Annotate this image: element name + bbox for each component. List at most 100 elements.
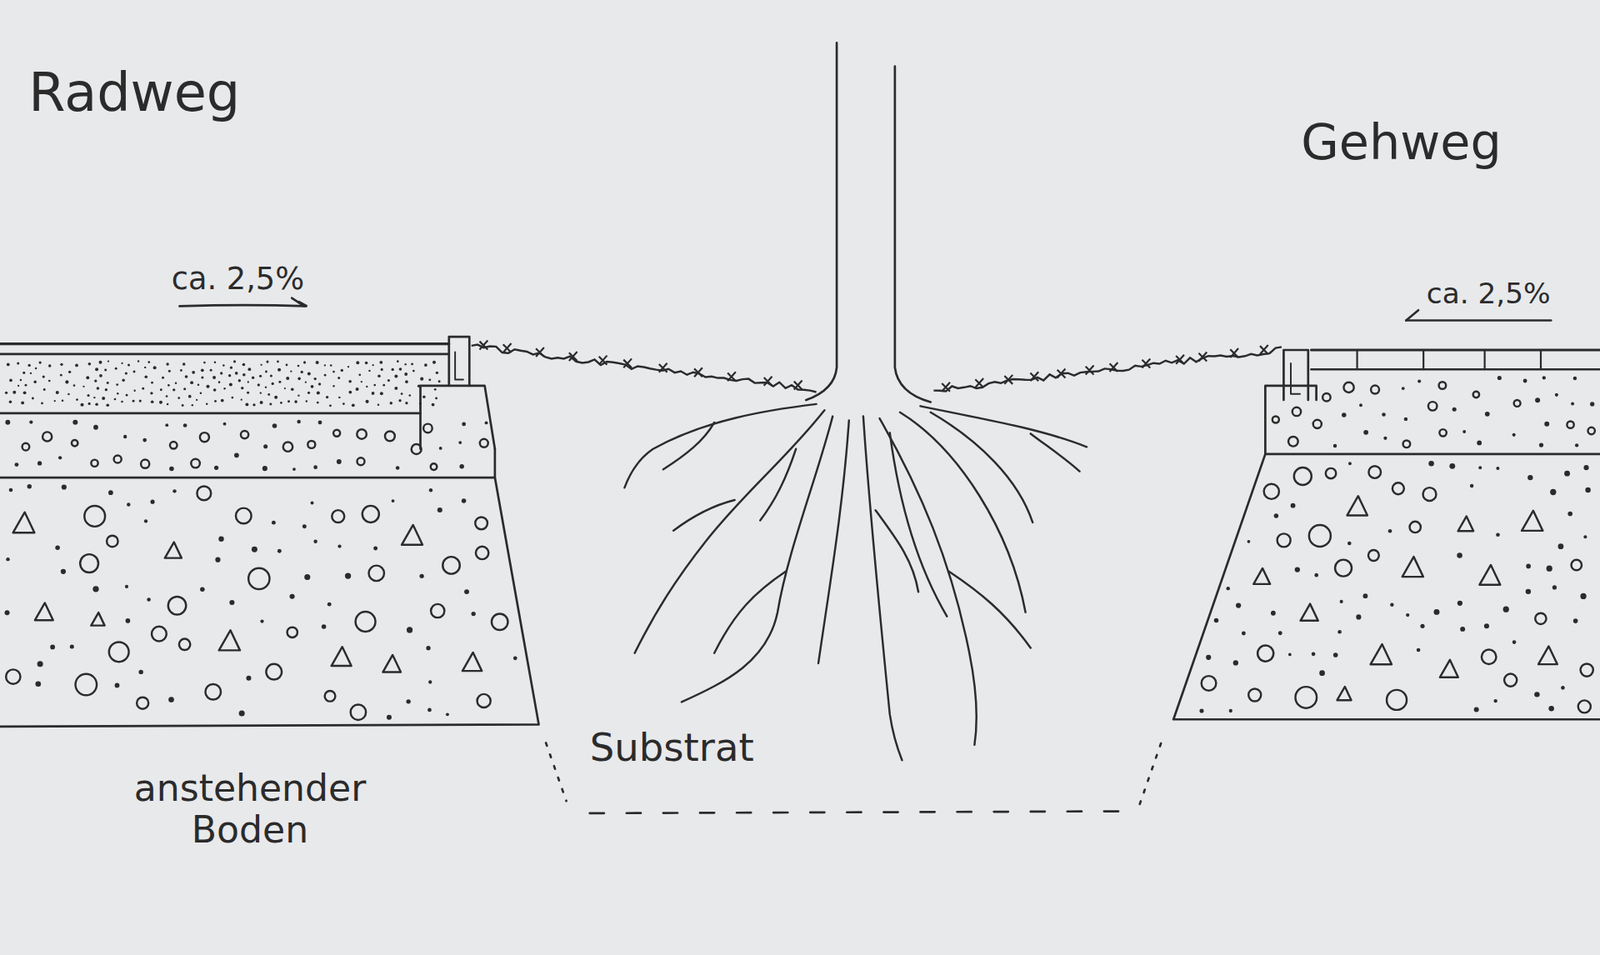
grain-dot bbox=[271, 520, 276, 525]
grain-dot bbox=[246, 391, 250, 395]
grain-dot bbox=[432, 360, 436, 365]
grain-dot bbox=[214, 465, 219, 470]
pebble bbox=[1428, 401, 1438, 411]
substrate-boundary bbox=[545, 742, 566, 801]
layer-boundary bbox=[1265, 453, 1600, 456]
grain-dot bbox=[321, 624, 327, 630]
grass-surface bbox=[933, 346, 1282, 391]
crushed-stone bbox=[1300, 604, 1319, 621]
grain-dot bbox=[165, 395, 169, 398]
slope-arrow bbox=[1405, 319, 1551, 322]
grain-dot bbox=[252, 403, 255, 406]
grain-dot bbox=[139, 400, 142, 403]
grain-dot bbox=[242, 373, 246, 377]
pebble bbox=[1481, 649, 1497, 665]
grain-dot bbox=[358, 373, 361, 376]
aggregate-texture bbox=[1272, 375, 1595, 448]
pebble bbox=[265, 664, 282, 680]
grain-dot bbox=[461, 498, 467, 504]
grass-tuft bbox=[764, 376, 773, 386]
grain-dot bbox=[27, 364, 30, 367]
grain-dot bbox=[168, 696, 175, 703]
grass-tuft bbox=[1141, 359, 1150, 369]
grain-dot bbox=[1497, 375, 1502, 380]
paving-surface bbox=[1310, 348, 1600, 351]
pebble bbox=[42, 431, 52, 441]
grain-dot bbox=[377, 375, 381, 379]
grain-dot bbox=[1476, 440, 1482, 445]
grain-dot bbox=[292, 467, 296, 471]
grain-dot bbox=[439, 446, 443, 450]
grain-dot bbox=[325, 395, 329, 399]
grain-dot bbox=[1311, 652, 1316, 657]
grain-dot bbox=[1474, 707, 1480, 713]
grain-dot bbox=[40, 402, 44, 405]
grain-dot bbox=[183, 387, 186, 390]
grain-dot bbox=[380, 368, 384, 371]
grain-dot bbox=[1341, 412, 1347, 418]
grain-dot bbox=[313, 539, 317, 543]
grain-dot bbox=[387, 379, 390, 382]
grain-dot bbox=[420, 377, 424, 381]
layer-boundary bbox=[0, 412, 420, 415]
grass-tuft bbox=[794, 380, 803, 390]
grain-dot bbox=[141, 387, 145, 390]
grain-dot bbox=[214, 400, 217, 403]
pebble bbox=[1322, 393, 1330, 401]
grain-dot bbox=[332, 385, 335, 387]
grain-dot bbox=[365, 361, 369, 365]
grain-dot bbox=[437, 507, 443, 513]
grain-dot bbox=[1525, 564, 1531, 570]
grain-dot bbox=[245, 402, 249, 406]
grain-dot bbox=[342, 402, 345, 405]
pebble bbox=[283, 441, 293, 451]
grain-dot bbox=[336, 459, 342, 465]
grain-dot bbox=[394, 375, 398, 379]
pebble bbox=[1264, 484, 1280, 500]
grain-dot bbox=[305, 400, 308, 402]
grain-dot bbox=[1548, 705, 1555, 712]
grain-dot bbox=[93, 425, 99, 430]
grain-dot bbox=[303, 360, 306, 364]
grain-dot bbox=[435, 396, 438, 400]
pebble bbox=[1294, 467, 1312, 485]
grass-surface bbox=[471, 345, 817, 393]
grain-dot bbox=[182, 362, 186, 366]
grain-dot bbox=[30, 372, 32, 375]
grain-dot bbox=[417, 384, 421, 388]
grain-dot bbox=[316, 401, 320, 405]
grass-tuft bbox=[1175, 355, 1185, 365]
crushed-stone bbox=[1402, 556, 1424, 577]
grass-tuft bbox=[503, 343, 512, 353]
grain-dot bbox=[400, 392, 404, 395]
grain-dot bbox=[1390, 602, 1394, 606]
grain-dot bbox=[37, 660, 44, 667]
layer-label: Substrat bbox=[585, 726, 759, 771]
grain-dot bbox=[290, 370, 292, 373]
pebble bbox=[140, 460, 150, 469]
grain-dot bbox=[1495, 466, 1500, 470]
crushed-stone bbox=[1370, 644, 1392, 665]
pebble bbox=[1439, 429, 1446, 436]
grain-dot bbox=[125, 371, 128, 375]
grain-dot bbox=[1493, 699, 1497, 703]
grain-dot bbox=[222, 364, 225, 367]
pebble bbox=[190, 459, 200, 469]
path-label: Gehweg bbox=[1300, 114, 1501, 171]
pebble bbox=[1578, 700, 1591, 713]
pebble bbox=[136, 697, 149, 710]
grain-dot bbox=[1359, 403, 1363, 407]
grain-dot bbox=[120, 400, 124, 404]
grain-dot bbox=[1470, 484, 1474, 488]
grain-dot bbox=[213, 388, 217, 392]
grain-dot bbox=[1456, 552, 1463, 559]
grain-dot bbox=[1503, 606, 1510, 613]
grain-dot bbox=[68, 370, 71, 374]
pebble bbox=[1295, 686, 1318, 709]
grain-dot bbox=[234, 452, 240, 458]
pebble bbox=[1473, 391, 1480, 398]
grain-dot bbox=[347, 365, 350, 368]
grain-dot bbox=[277, 368, 281, 372]
grain-dot bbox=[210, 369, 213, 372]
grain-dot bbox=[399, 367, 403, 371]
